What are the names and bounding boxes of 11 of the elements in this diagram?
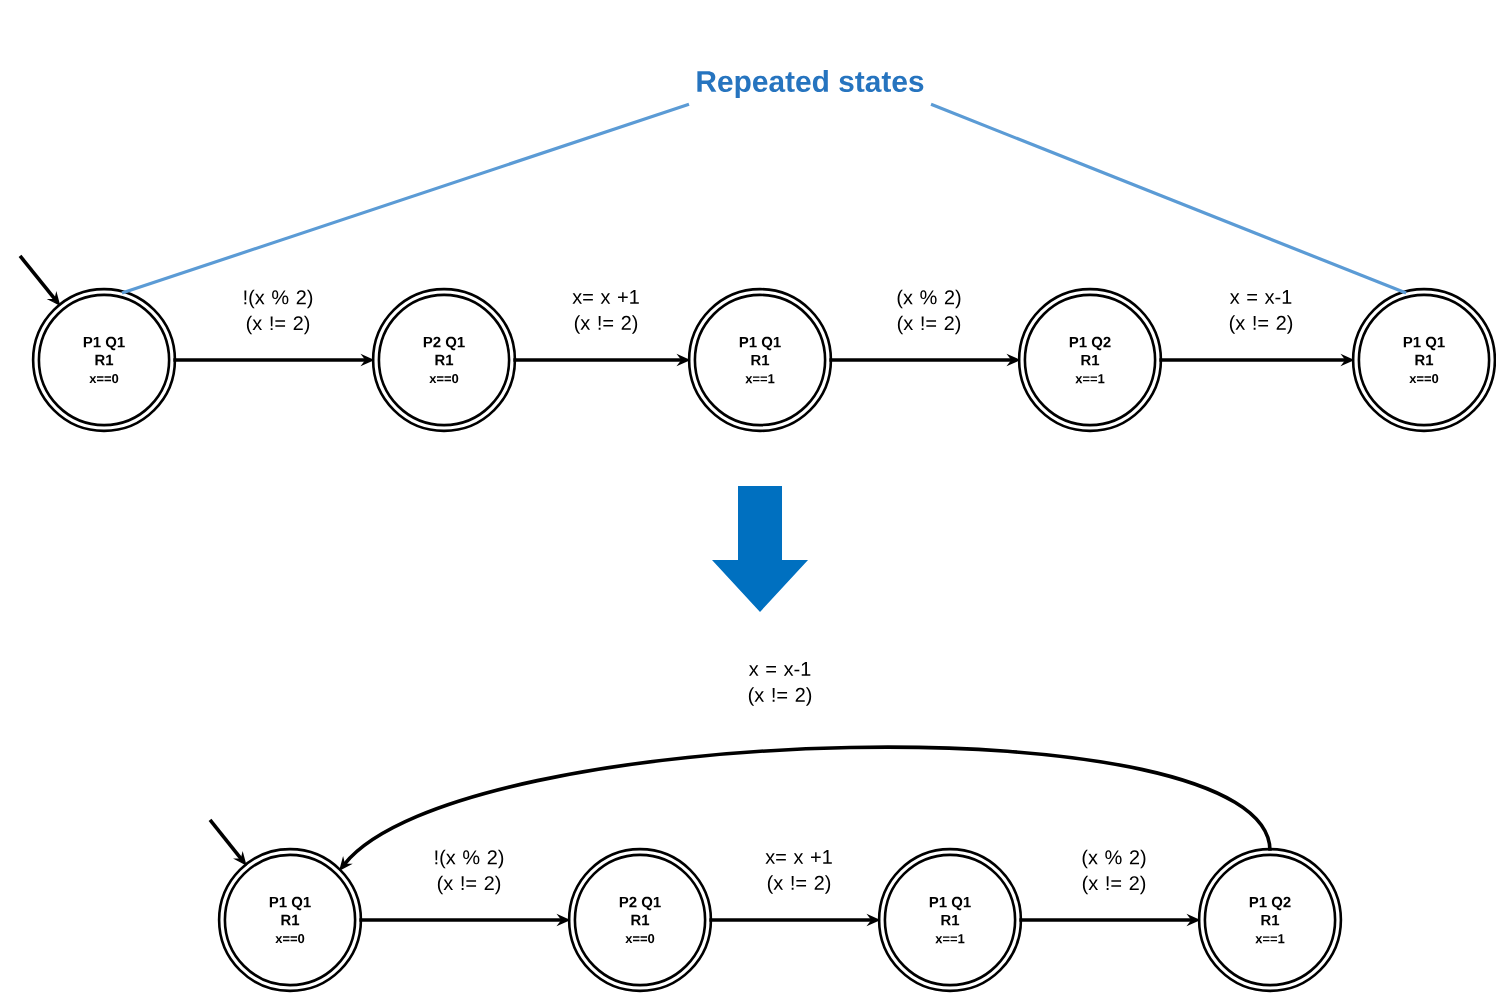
edge-label: x= x +1 (x != 2): [757, 848, 841, 896]
leader-line: [121, 102, 690, 295]
edge-label: (x % 2) (x != 2): [887, 287, 971, 337]
edge-label: !(x % 2) (x != 2): [236, 287, 320, 337]
leader-line: [930, 102, 1407, 295]
edge-label: !(x % 2) (x != 2): [427, 847, 511, 897]
edge-label: x= x +1 (x != 2): [564, 288, 648, 336]
edge-label: x = x-1 (x != 2): [738, 660, 822, 708]
heading: Repeated states: [697, 70, 924, 98]
edge-label: (x % 2) (x != 2): [1072, 847, 1156, 897]
edge-label: x = x-1 (x != 2): [1219, 288, 1303, 336]
